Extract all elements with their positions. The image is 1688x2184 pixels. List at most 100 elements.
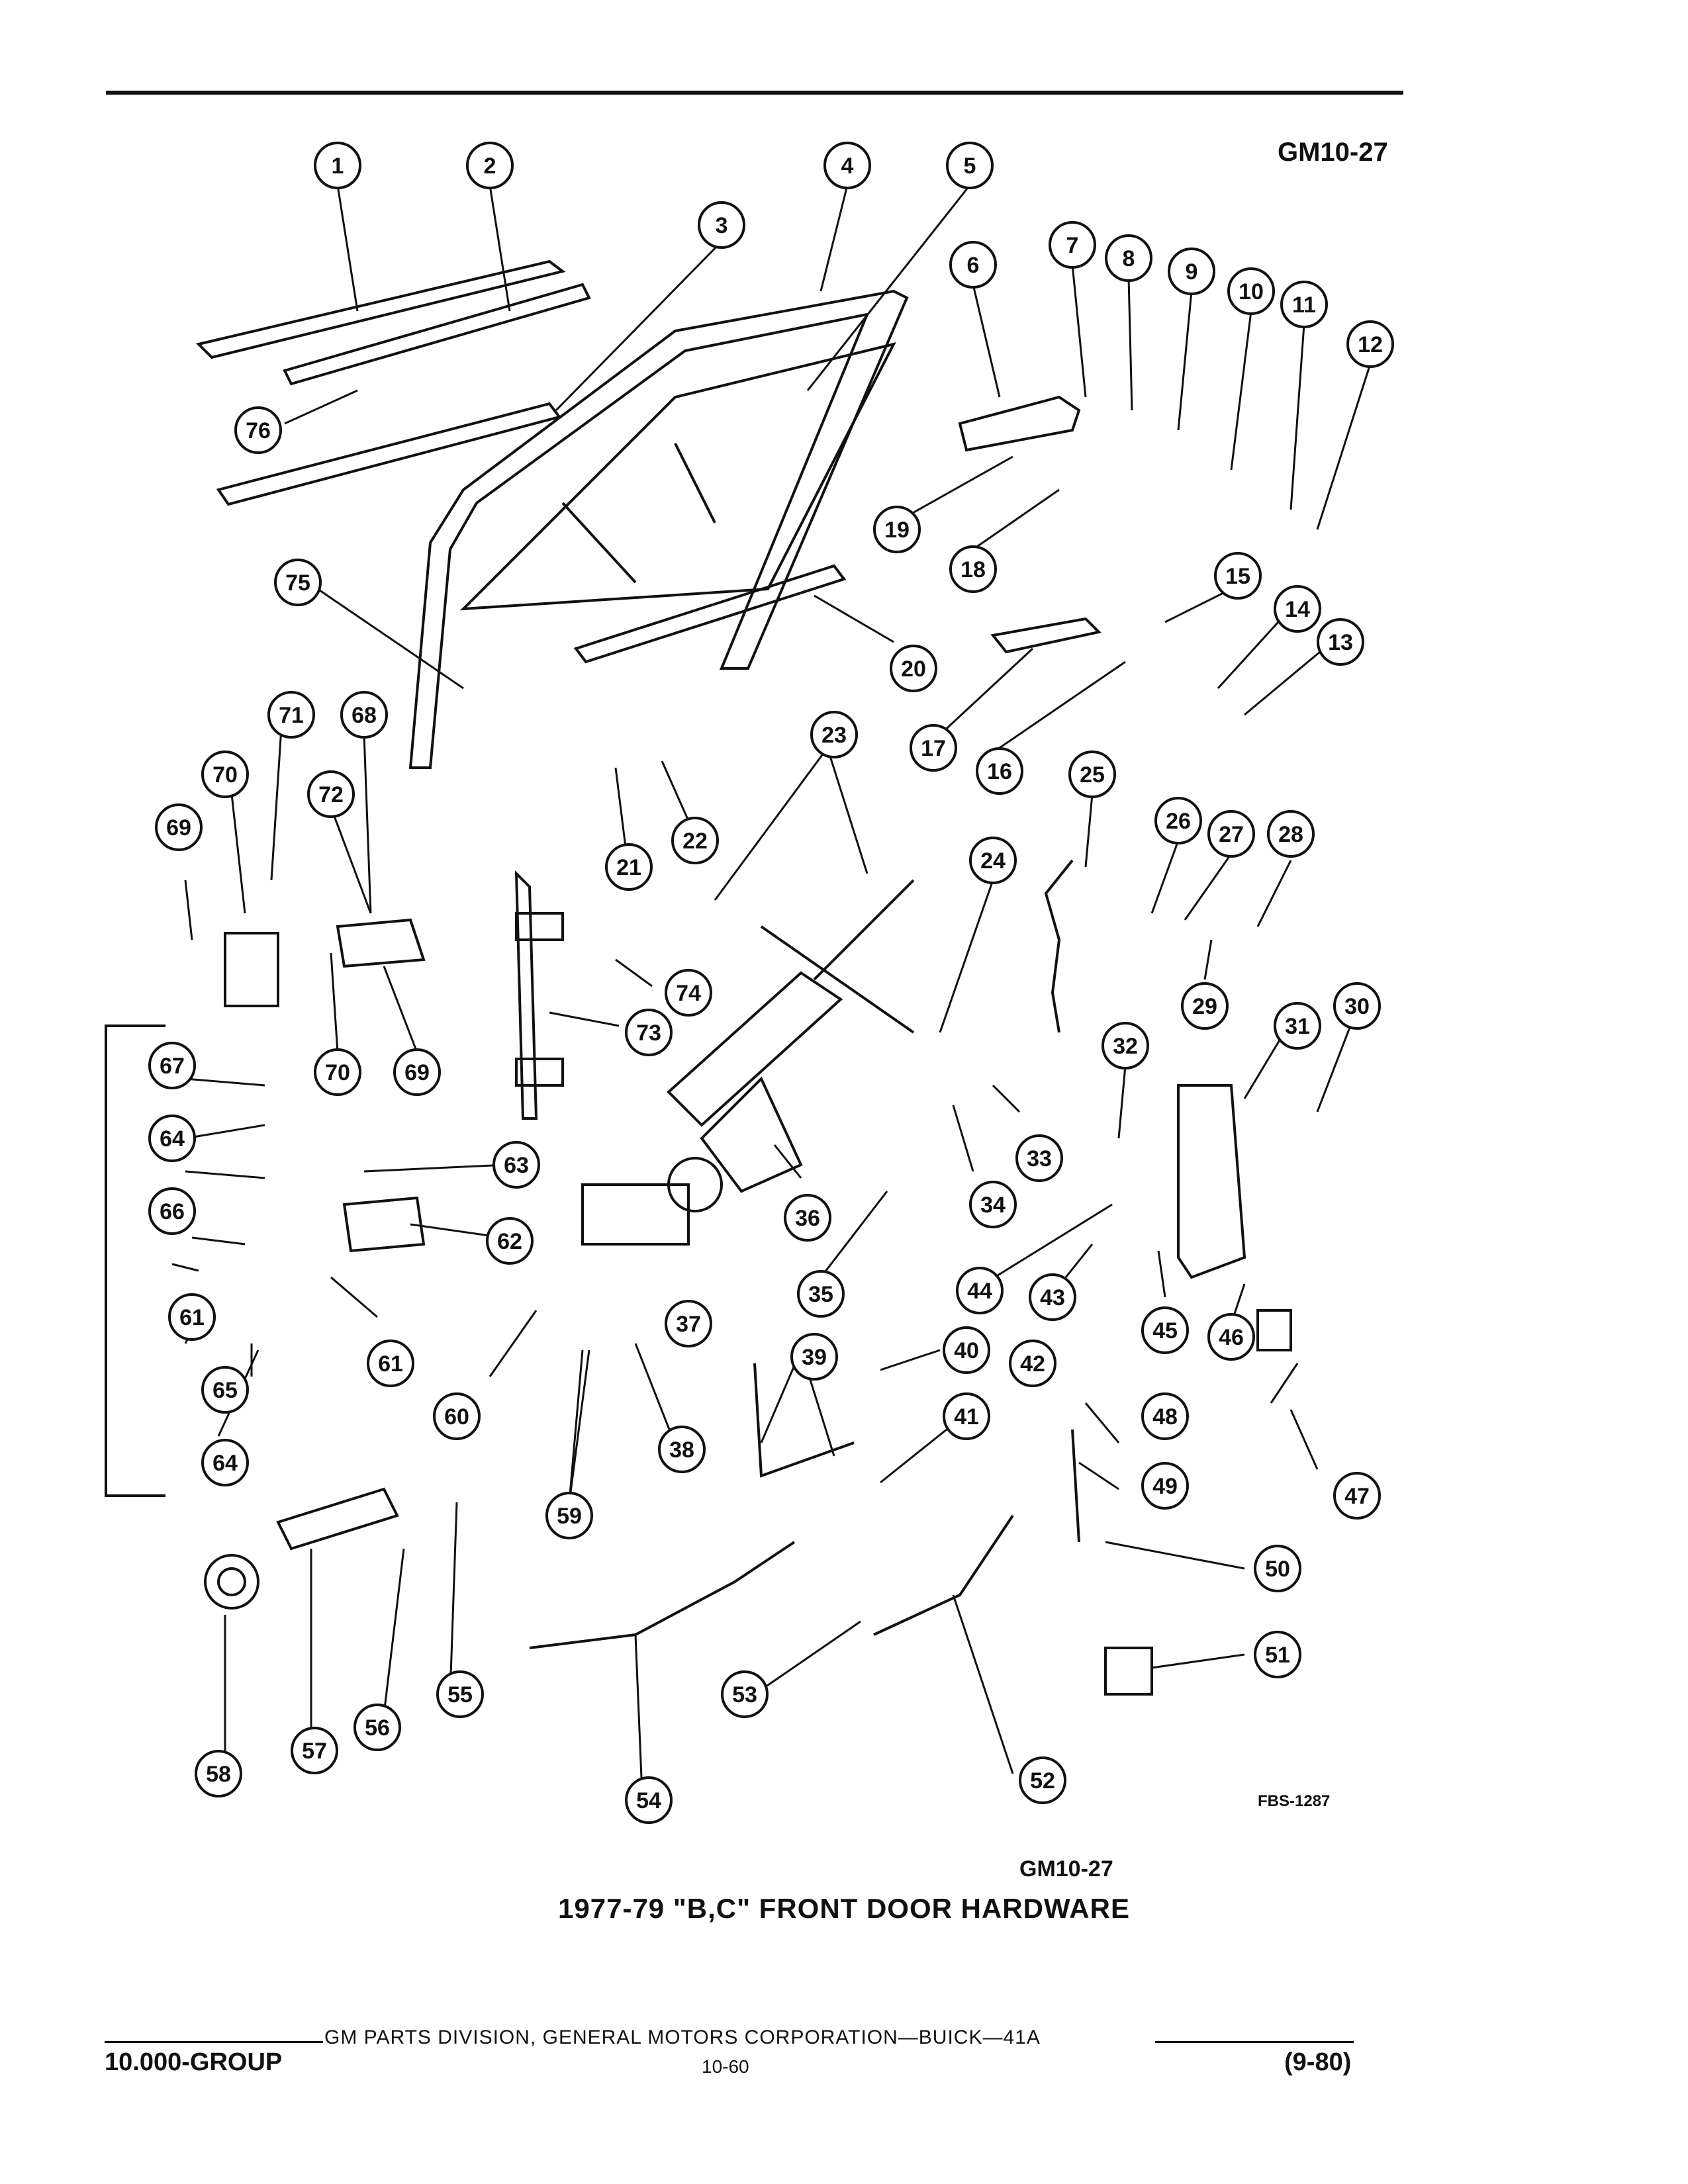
part-window-frame	[408, 289, 909, 769]
callout-48: 48	[1141, 1392, 1189, 1440]
callout-8: 8	[1105, 234, 1152, 282]
callout-5: 5	[946, 142, 994, 189]
callout-41: 41	[943, 1392, 990, 1440]
part-lock-actuator	[1104, 1647, 1153, 1696]
part-outside-handle	[958, 395, 1081, 452]
part-bracket-lock-cylinder	[1256, 1309, 1292, 1351]
callout-20: 20	[890, 645, 937, 692]
part-belt-weatherstrip	[573, 564, 847, 664]
callout-2: 2	[466, 142, 514, 189]
callout-label: 23	[821, 723, 847, 748]
figure-title: 1977-79 "B,C" FRONT DOOR HARDWARE	[558, 1893, 1130, 1924]
callout-label: 14	[1285, 597, 1310, 622]
callout-33: 33	[1015, 1134, 1063, 1182]
callout-label: 66	[160, 1199, 185, 1224]
drawing-code: FBS-1287	[1258, 1792, 1331, 1810]
callout-label: 72	[318, 782, 344, 807]
footer-page: 10-60	[702, 2056, 749, 2077]
callout-label: 57	[302, 1739, 327, 1764]
callout-label: 53	[732, 1682, 757, 1707]
callout-62: 62	[486, 1217, 534, 1265]
callout-label: 70	[212, 762, 238, 788]
callout-label: 3	[716, 213, 728, 238]
callout-label: 16	[987, 759, 1012, 784]
callout-12: 12	[1346, 320, 1394, 368]
callout-label: 74	[676, 981, 701, 1006]
callout-37: 37	[665, 1300, 712, 1347]
callout-label: 69	[166, 815, 191, 841]
part-door-lock	[1177, 1084, 1246, 1279]
callout-23: 23	[810, 711, 858, 758]
part-striker-plate	[224, 932, 279, 1007]
callout-label: 25	[1080, 762, 1105, 788]
callout-label: 38	[669, 1437, 694, 1463]
callout-49: 49	[1141, 1462, 1189, 1510]
callout-label: 30	[1344, 994, 1370, 1019]
callout-label: 8	[1123, 246, 1135, 271]
callout-label: 61	[378, 1351, 403, 1377]
callout-label: 17	[921, 736, 946, 761]
footer-group: 10.000-GROUP	[105, 2048, 283, 2076]
callout-42: 42	[1009, 1340, 1056, 1387]
callout-16: 16	[976, 747, 1023, 795]
callout-63: 63	[492, 1141, 540, 1189]
part-check-link	[276, 1487, 399, 1551]
part-lock-rod-49	[1071, 1429, 1080, 1543]
callout-21: 21	[605, 843, 653, 891]
callout-71: 71	[267, 691, 315, 739]
part-upper-hinge	[336, 918, 426, 968]
callout-label: 68	[352, 703, 377, 728]
callout-label: 43	[1040, 1285, 1065, 1310]
callout-label: 62	[497, 1229, 522, 1254]
callout-label: 60	[444, 1404, 469, 1430]
callout-label: 5	[964, 154, 976, 179]
callout-label: 27	[1219, 822, 1244, 847]
part-moulding-2	[283, 283, 591, 386]
leader-lines	[171, 185, 1372, 1794]
callout-66: 66	[148, 1187, 196, 1235]
callout-label: 35	[808, 1282, 833, 1307]
callout-65: 65	[201, 1366, 249, 1414]
callout-70: 70	[314, 1048, 361, 1096]
callout-74: 74	[665, 969, 712, 1017]
callout-61: 61	[367, 1340, 414, 1387]
callout-28: 28	[1267, 810, 1315, 858]
callout-label: 41	[954, 1404, 979, 1430]
callout-label: 59	[557, 1504, 582, 1529]
footer-rule-right	[1155, 2041, 1354, 2043]
callout-18: 18	[949, 545, 997, 593]
callout-67: 67	[148, 1042, 196, 1089]
callout-53: 53	[721, 1670, 769, 1718]
callout-64: 64	[148, 1115, 196, 1162]
callout-15: 15	[1214, 552, 1262, 600]
part-rods-39	[753, 1363, 855, 1478]
callout-73: 73	[625, 1009, 673, 1056]
callout-label: 19	[884, 518, 910, 543]
part-inside-handle	[990, 617, 1102, 654]
callout-label: 1	[332, 154, 344, 179]
callout-label: 20	[901, 657, 926, 682]
callout-10: 10	[1227, 267, 1275, 315]
callout-14: 14	[1274, 585, 1321, 633]
callout-40: 40	[943, 1326, 990, 1374]
callout-label: 54	[636, 1788, 661, 1813]
callout-label: 42	[1020, 1351, 1045, 1377]
callout-label: 36	[795, 1206, 820, 1231]
callout-label: 73	[636, 1021, 661, 1046]
callout-label: 28	[1278, 822, 1303, 847]
callout-68: 68	[340, 691, 388, 739]
callout-59: 59	[545, 1492, 593, 1539]
callout-label: 21	[616, 855, 641, 880]
callout-45: 45	[1141, 1306, 1189, 1354]
callout-69: 69	[155, 803, 203, 851]
callout-label: 33	[1027, 1146, 1052, 1171]
callout-29: 29	[1181, 982, 1229, 1030]
callout-label: 15	[1225, 564, 1250, 589]
callout-75: 75	[274, 559, 322, 606]
callout-17: 17	[910, 724, 957, 772]
callout-60: 60	[433, 1392, 481, 1440]
callout-label: 71	[279, 703, 304, 728]
callout-label: 34	[980, 1193, 1006, 1218]
callout-54: 54	[625, 1776, 673, 1824]
callout-label: 64	[212, 1451, 238, 1476]
